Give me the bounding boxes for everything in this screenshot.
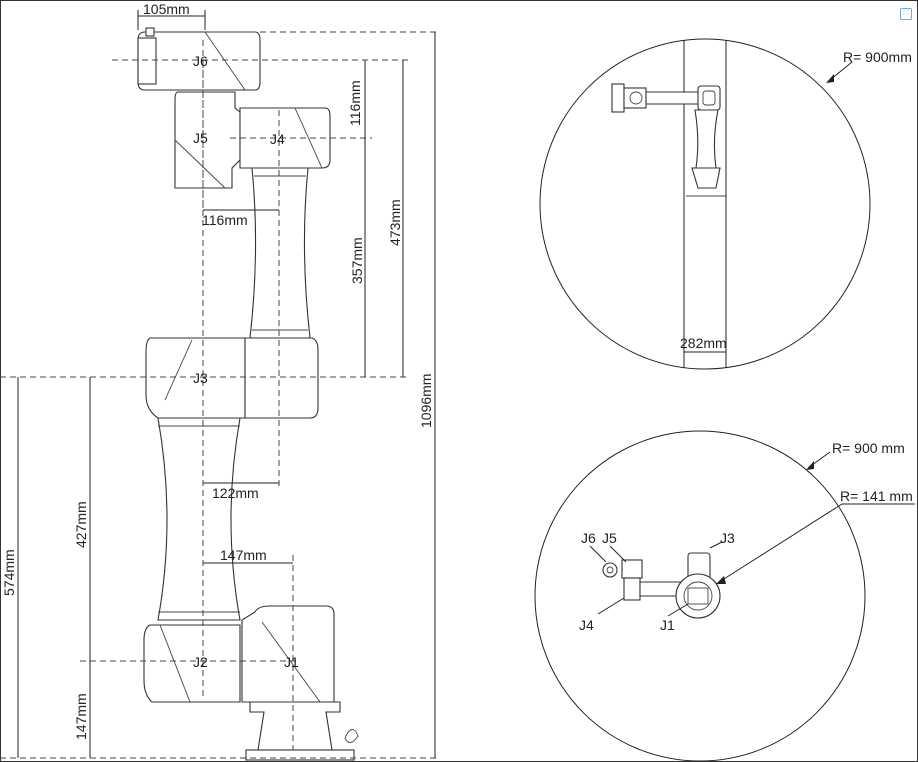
top-link: [645, 91, 701, 105]
dim-427-label: 427mm: [73, 501, 89, 548]
dim-147h-label: 147mm: [220, 547, 267, 563]
base-mount: [249, 701, 341, 751]
robot-arm-side-view: [137, 27, 359, 761]
j1-housing: [241, 605, 335, 703]
bottom-j1: [675, 573, 721, 619]
top-j6: [611, 83, 625, 113]
top-arm: [694, 109, 719, 169]
bottom-j4: [623, 577, 641, 601]
bottom-radius-outer-label: R= 900 mm: [832, 440, 905, 456]
bottom-j5-label: J5: [602, 530, 617, 546]
base-plate: [245, 749, 355, 761]
joint-j3-label: J3: [193, 370, 208, 386]
top-j4: [697, 85, 721, 111]
expand-icon[interactable]: ⛶: [900, 8, 912, 20]
bottom-j1-label: J1: [660, 617, 675, 633]
workspace-view-top: [539, 38, 871, 370]
top-width-label: 282mm: [680, 335, 727, 351]
dim-473-label: 473mm: [387, 199, 403, 246]
upper-arm-link: [157, 417, 241, 621]
forearm-link: [249, 167, 311, 339]
j6-flange: [137, 37, 157, 85]
dim-357-label: 357mm: [349, 237, 365, 284]
dimension-lines: [17, 10, 436, 758]
top-radius-label: R= 900mm: [843, 49, 912, 65]
dim-105-label: 105mm: [143, 1, 190, 17]
top-j5: [623, 87, 647, 109]
centerlines: [0, 31, 440, 759]
bottom-j5: [621, 559, 643, 579]
reach-circle-top: [539, 38, 871, 370]
joint-j1-label: J1: [284, 654, 299, 670]
workspace-view-bottom: [534, 430, 915, 762]
bottom-j3-label: J3: [720, 530, 735, 546]
cable-connector: [344, 729, 359, 743]
dim-1096-label: 1096mm: [418, 374, 434, 428]
bottom-j4-label: J4: [579, 617, 594, 633]
bottom-radius-inner-label: R= 141 mm: [840, 488, 913, 504]
dim-122-label: 122mm: [212, 485, 259, 501]
dim-116h-label: 116mm: [202, 212, 248, 228]
j6-housing: [137, 31, 261, 91]
j3-cap: [244, 337, 319, 419]
j6-connector: [145, 27, 155, 37]
dim-574-label: 574mm: [1, 549, 17, 596]
joint-j5-label: J5: [193, 130, 208, 146]
joint-j6-label: J6: [193, 53, 208, 69]
dim-116v-label: 116mm: [347, 80, 363, 126]
bottom-j6: [602, 562, 618, 578]
bottom-j6-label: J6: [581, 530, 596, 546]
dim-147v-label: 147mm: [73, 693, 89, 740]
top-base: [691, 167, 721, 189]
reach-circle-bottom: [534, 430, 866, 762]
joint-j4-label: J4: [270, 131, 285, 147]
joint-j2-label: J2: [193, 654, 208, 670]
j2-housing: [143, 624, 241, 703]
